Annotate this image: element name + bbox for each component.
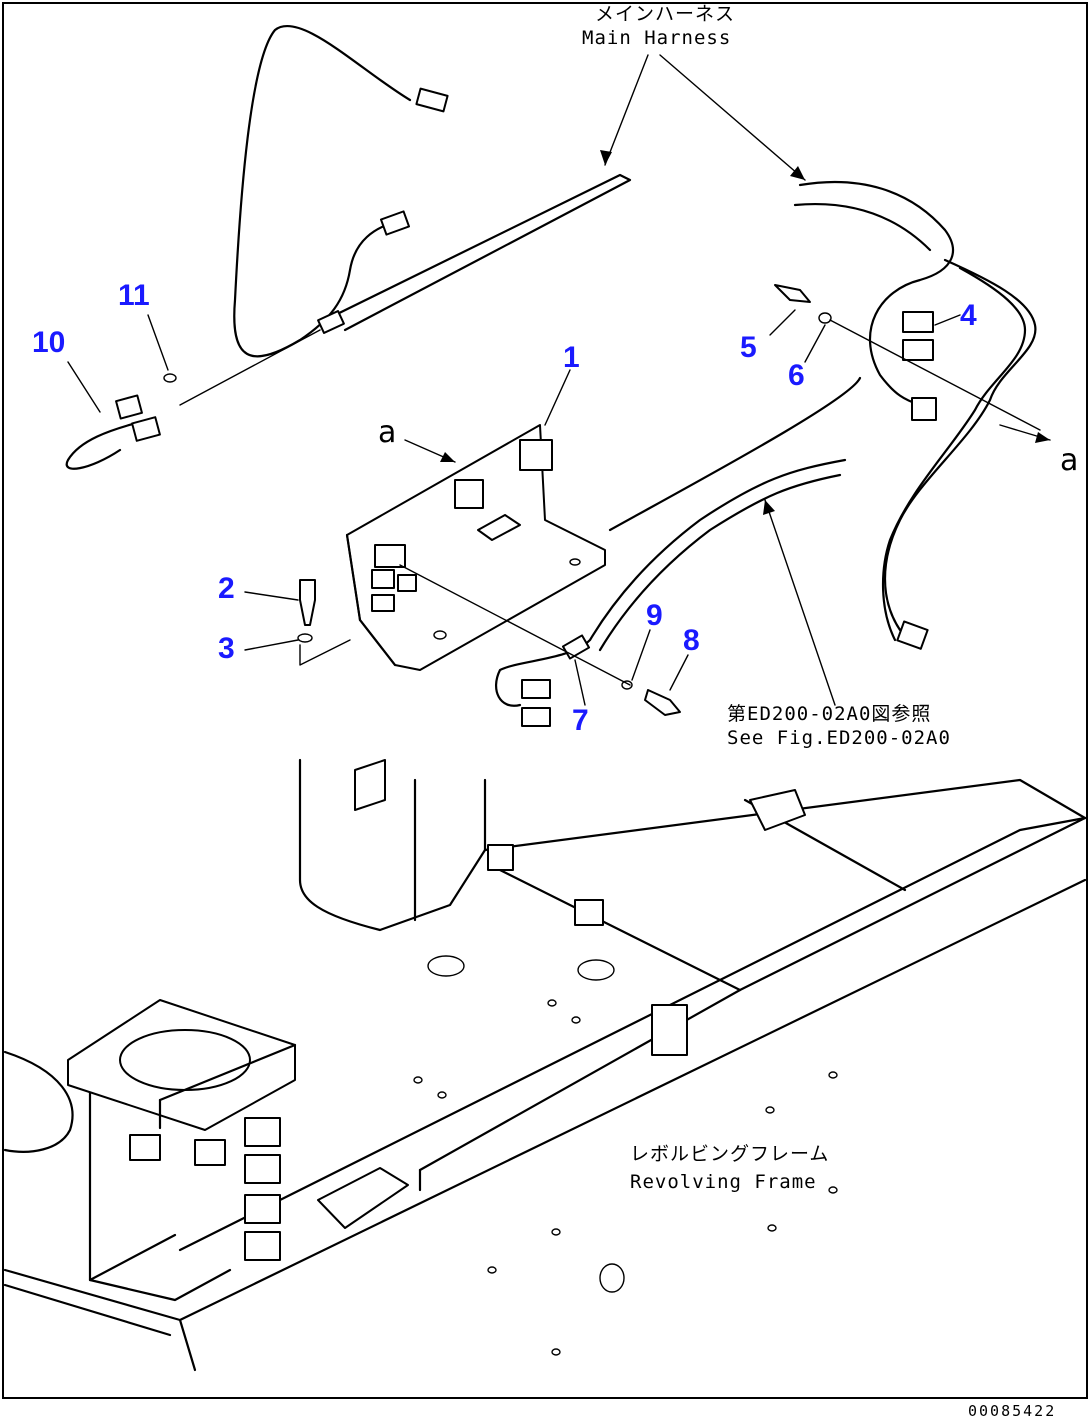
callout-10: 10: [32, 326, 65, 359]
callout-1: 1: [563, 341, 580, 374]
callout-9: 9: [646, 599, 663, 632]
callout-2: 2: [218, 572, 235, 605]
callout-6: 6: [788, 359, 805, 392]
revolving-frame-label-jp: レボルビングフレーム: [630, 1143, 829, 1165]
callout-3: 3: [218, 632, 235, 665]
main-harness-wire: [65, 24, 632, 470]
callout-4: 4: [960, 299, 977, 332]
callout-7: 7: [572, 704, 589, 737]
bolt-washer: [297, 579, 351, 666]
callout-5: 5: [740, 331, 757, 364]
revolving-frame: [3, 758, 1087, 1372]
drawing-number: 00085422: [968, 1402, 1056, 1420]
drawing-border: [2, 2, 1088, 1399]
see-figure-label-jp: 第ED200-02A0図参照: [727, 703, 931, 725]
main-harness-label-jp: メインハーネス: [595, 3, 735, 25]
view-a-right: a: [1060, 443, 1078, 478]
callout-11: 11: [118, 279, 150, 312]
leader-lines: [67, 54, 1051, 706]
harness-right: [608, 180, 1041, 650]
main-harness-label-en: Main Harness: [582, 27, 731, 49]
callout-8: 8: [683, 624, 700, 657]
view-a-left: a: [378, 415, 396, 450]
revolving-frame-label-en: Revolving Frame: [630, 1171, 817, 1193]
ground-cable: [399, 458, 847, 727]
bracket-plate: [345, 424, 606, 671]
see-figure-label-en: See Fig.ED200-02A0: [727, 727, 951, 749]
